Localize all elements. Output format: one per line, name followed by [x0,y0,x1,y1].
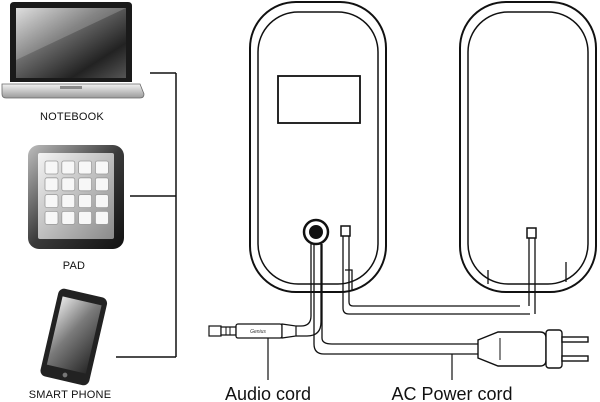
tablet-app-icon [78,177,92,192]
ac-power-plug [477,329,589,369]
tablet-app-icon [95,177,109,192]
audio-cord-label: Audio cord [225,384,311,402]
left-speaker [249,1,387,293]
tablet-icon [28,145,124,249]
tablet-app-icon [44,194,59,209]
audio-jack-plug: Genius [208,323,297,339]
tablet-app-icon [44,177,59,192]
tablet-app-icon [78,210,92,225]
pad-label: PAD [63,260,85,272]
plug-brand-label: Genius [250,329,266,335]
smartphone-label: SMART PHONE [29,389,111,401]
device-connection-lines [116,72,177,358]
tablet-app-icon [44,210,59,225]
tablet-app-icon [95,160,109,175]
right-speaker [459,1,597,293]
tablet-app-icon [95,210,109,225]
cables [296,236,567,355]
label-pointers [267,338,453,380]
tablet-app-icon [78,194,92,209]
tablet-app-icon [61,194,76,209]
ac-power-cord-label: AC Power cord [391,384,512,402]
notebook-label: NOTEBOOK [40,111,104,123]
tablet-app-icon [61,177,76,192]
smartphone-icon [40,288,108,386]
tablet-app-icon [61,210,76,225]
tablet-app-icon [61,160,76,175]
notebook-icon [1,2,145,99]
tablet-app-grid [44,160,109,225]
tablet-app-icon [44,160,59,175]
tablet-app-icon [78,160,92,175]
tablet-app-icon [95,194,109,209]
